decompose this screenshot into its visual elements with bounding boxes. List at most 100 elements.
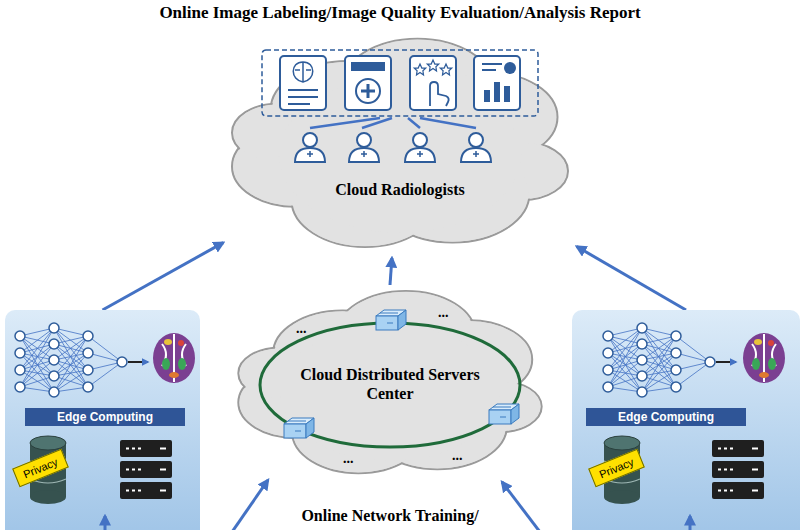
brain-report-icon [293,62,313,82]
neural-network [15,323,148,397]
brain-report-icon [280,56,326,110]
quality-rating-icon [410,56,456,110]
neural-network [637,355,647,365]
neural-network [83,365,93,375]
neural-network [15,348,25,358]
server-ring [260,310,520,447]
server-ring [260,323,520,447]
neural-network [83,382,93,392]
neural-network [671,365,681,375]
neural-network [49,339,59,349]
brain-report-icon [280,56,326,110]
input-arrows [232,480,268,530]
neural-network [15,365,25,375]
quality-rating-icon [440,64,451,75]
radiologists [405,133,435,162]
cloud-shape [225,32,575,256]
radiologists [461,133,491,162]
radiologists [349,133,379,162]
input-arrows [502,482,540,530]
neural-network [676,336,710,362]
illustration [153,333,195,383]
neural-network [671,331,681,341]
server-ring [284,418,314,438]
panel-title: Edge Computing [25,408,185,426]
quality-rating-icon [410,56,456,110]
neural-network [671,382,681,392]
neural-network [49,323,59,333]
radiologist-links [310,118,476,128]
quality-rating-icon [414,64,425,75]
illustration [712,440,764,499]
medical-record-icon [356,79,380,103]
neural-network [603,323,736,397]
ellipsis-mark: ... [296,322,307,336]
radiologist-links [310,118,476,128]
neural-network [88,362,122,387]
neural-network [637,323,647,333]
analysis-report-icon [474,56,520,110]
neural-network [716,361,736,363]
cloud-label: Cloud Radiologists [280,180,520,199]
ellipsis-mark: ... [452,449,463,463]
ellipsis-mark: ... [438,306,449,320]
neural-network [117,357,127,367]
illustration [120,440,172,499]
cloud-label: Cloud Distributed Servers Center [300,365,480,403]
connector-arrow [390,258,392,285]
cloud-shape [281,325,500,461]
cloud-node: Cloud Radiologists [225,32,575,256]
neural-network [676,362,710,387]
neural-network [128,361,148,363]
server-ring [489,404,519,424]
neural-network [49,371,59,381]
neural-network [83,348,93,358]
analysis-report-icon [504,86,510,102]
analysis-report-icon [484,90,490,102]
connector-arrow [577,247,686,310]
illustration [30,436,66,504]
neural-network [49,355,59,365]
neural-network [15,331,25,341]
medical-record-icon [351,62,385,71]
neural-network [603,331,613,341]
neural-network [603,348,613,358]
neural-network [671,348,681,358]
input-arrows [105,480,690,530]
neural-network [603,382,613,392]
illustration [604,436,640,504]
bottom-caption: Online Network Training/ [240,508,540,524]
medical-record-icon [361,84,375,98]
illustration [743,333,785,383]
panel-title: Edge Computing [586,408,746,426]
analysis-report-icon [474,56,520,110]
connector-arrow [103,243,224,310]
brain-report-icon [288,90,318,104]
analysis-report-icon [494,82,500,102]
radiologists [295,133,491,162]
input-arrows [104,516,107,530]
neural-network [83,331,93,341]
ellipsis-mark: ... [343,452,354,466]
analysis-report-icon [504,62,516,74]
neural-network [15,382,25,392]
neural-network [603,365,613,375]
analysis-report-icon [482,64,502,70]
medical-record-icon [345,56,391,110]
neural-network [49,387,59,397]
neural-network [637,371,647,381]
radiologists [295,133,325,162]
neural-network [88,336,122,362]
server-ring [376,310,406,330]
report-icons [262,50,538,116]
medical-record-icon [345,56,391,110]
neural-network [637,339,647,349]
neural-network [705,357,715,367]
report-icons [262,50,538,116]
quality-rating-icon [430,82,449,106]
diagram-title: Online Image Labeling/Image Quality Eval… [0,4,800,23]
input-arrows [689,516,692,530]
quality-rating-icon [427,60,438,71]
